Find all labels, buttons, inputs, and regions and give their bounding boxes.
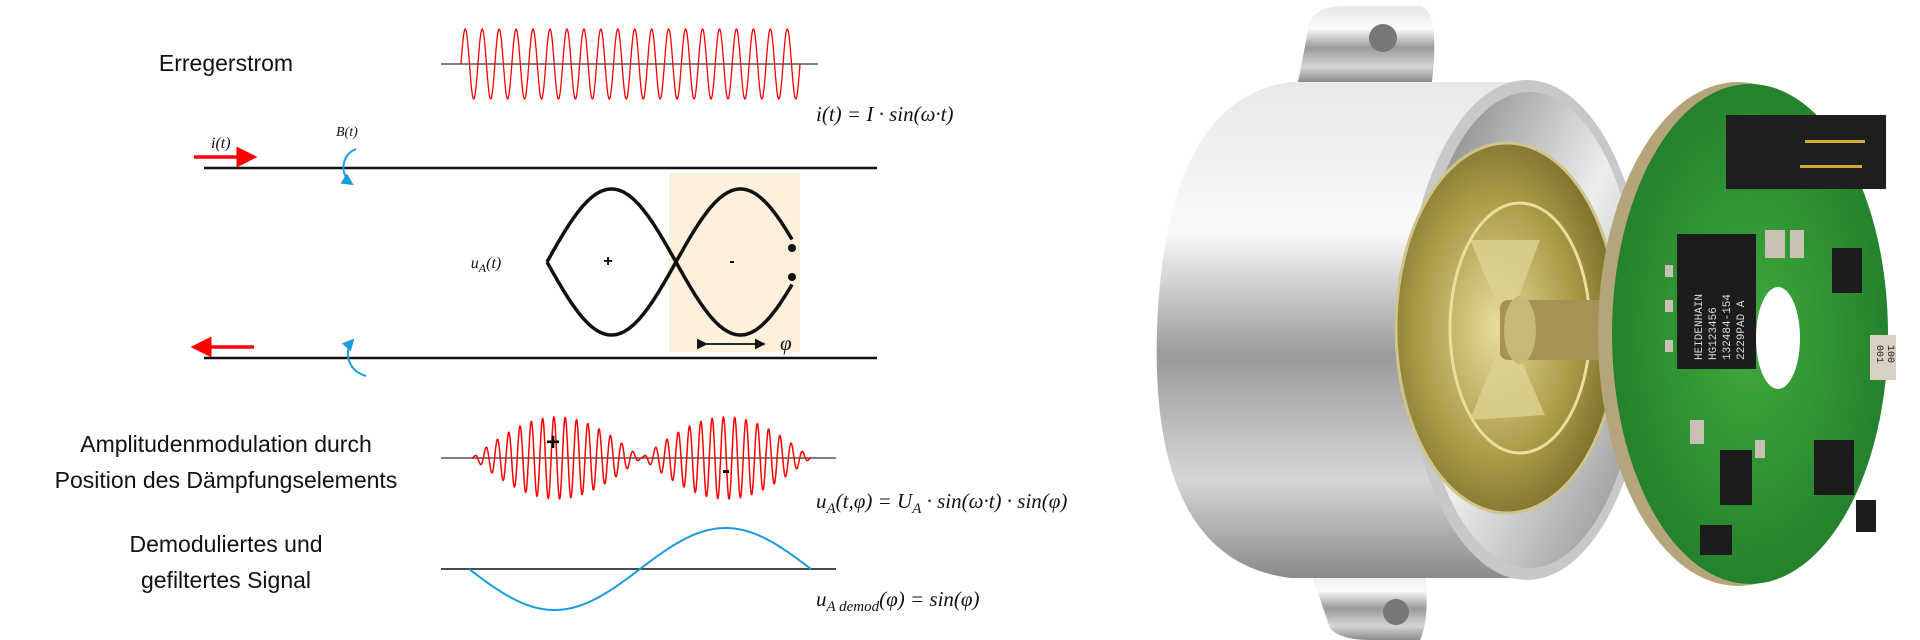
modulated-signal-wave: [471, 416, 812, 500]
magnetic-field-arrow-top-icon: [340, 148, 357, 186]
amplitude-modulation-label-1: Amplitudenmodulation durch: [80, 431, 372, 457]
positive-lobe-sign: +: [603, 253, 612, 270]
component-marking: 100 001: [1873, 345, 1895, 363]
amplitude-modulation-label-2: Position des Dämpfungselements: [55, 467, 398, 493]
svg-text:100: 100: [1884, 345, 1895, 363]
encoder-product-photo: HEIDENHAIN HG123456 132484-154 2229PAD A…: [1156, 6, 1896, 640]
modulated-plus-sign: +: [546, 429, 560, 456]
lobe-end-dot-top: [788, 244, 796, 252]
demodulated-signal-wave: [468, 527, 812, 611]
svg-text:001: 001: [1873, 345, 1884, 363]
svg-text:132484-154: 132484-154: [1722, 294, 1734, 360]
demodulated-formula: uA demod(φ) = sin(φ): [816, 587, 980, 615]
lobe-end-dot-bottom: [788, 273, 796, 281]
excitation-current-label: Erregerstrom: [159, 50, 293, 76]
field-label: B(t): [336, 125, 358, 140]
excitation-carrier-wave: [460, 28, 801, 100]
induced-voltage-lobes: [545, 187, 794, 337]
magnetic-field-arrow-bottom-icon: [341, 338, 367, 377]
current-label: i(t): [211, 135, 231, 152]
induced-voltage-label: uA(t): [471, 255, 501, 275]
damping-element-region: [669, 173, 800, 352]
chip: [1677, 234, 1756, 369]
code-disk: [1394, 141, 1620, 515]
inductive-encoder-principle-diagram: Erregerstrom i(t) = I · sin(ω·t) i(t) B(…: [55, 28, 1067, 615]
current-formula: i(t) = I · sin(ω·t): [816, 102, 953, 126]
svg-text:HG123456: HG123456: [1708, 307, 1720, 360]
connector: [1726, 115, 1886, 189]
negative-lobe-sign: -: [729, 253, 734, 270]
svg-text:2229PAD A: 2229PAD A: [1736, 300, 1748, 360]
phase-label: φ: [780, 331, 792, 355]
demodulated-label-1: Demoduliertes und: [129, 531, 322, 557]
chip-marking: HEIDENHAIN HG123456 132484-154 2229PAD A: [1694, 294, 1748, 360]
pcb-board: HEIDENHAIN HG123456 132484-154 2229PAD A…: [1598, 82, 1896, 586]
induced-voltage-formula: uA(t,φ) = UA · sin(ω·t) · sin(φ): [816, 489, 1067, 517]
svg-text:HEIDENHAIN: HEIDENHAIN: [1694, 294, 1706, 360]
modulated-minus-sign: -: [722, 457, 730, 484]
demodulated-label-2: gefiltertes Signal: [141, 567, 311, 593]
